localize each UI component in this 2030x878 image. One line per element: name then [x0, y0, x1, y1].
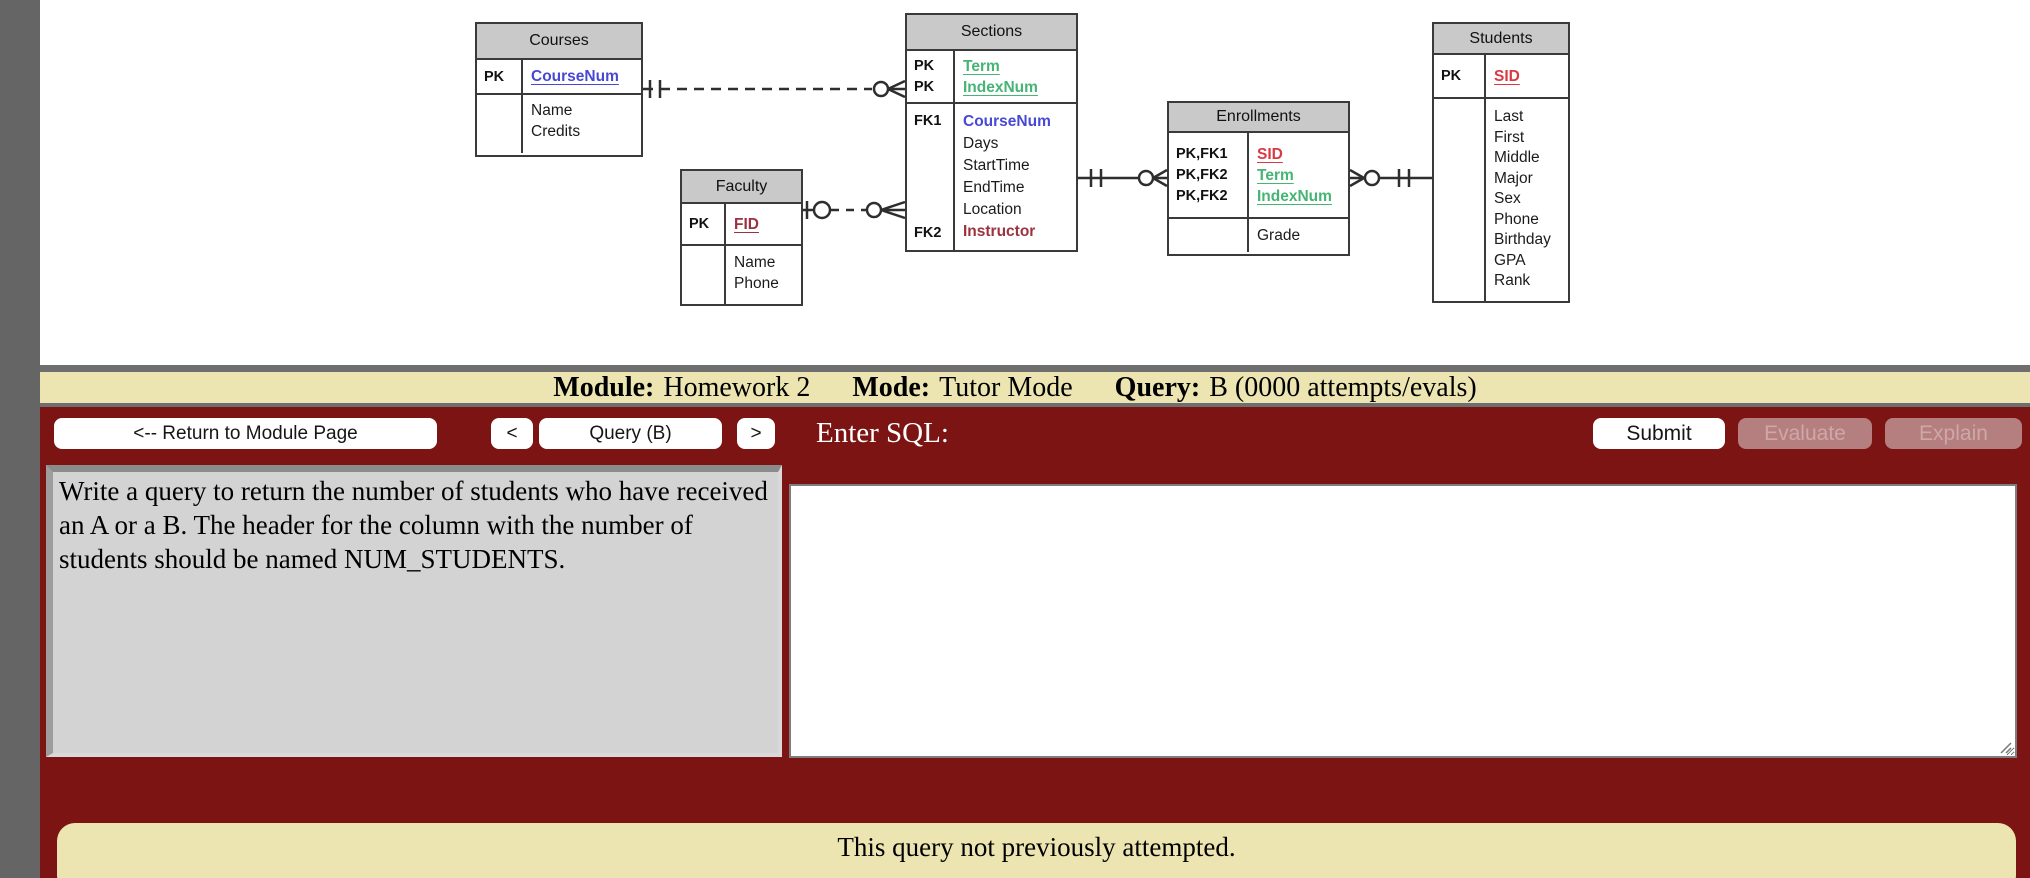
field-major: Major — [1494, 169, 1533, 187]
divider — [0, 403, 2030, 407]
window-edge-strip — [0, 0, 40, 878]
evaluate-button[interactable]: Evaluate — [1738, 418, 1872, 449]
pk-label: PK — [1441, 68, 1462, 84]
connector-sections-enrollments — [1078, 168, 1168, 188]
connector-faculty-sections — [803, 200, 906, 220]
submit-button[interactable]: Submit — [1593, 418, 1725, 449]
field-location: Location — [963, 201, 1022, 218]
connector-courses-sections — [643, 79, 906, 99]
field-gpa: GPA — [1494, 251, 1526, 269]
field-first: First — [1494, 128, 1525, 146]
field-phone: Phone — [1494, 210, 1539, 228]
field-grade: Grade — [1257, 227, 1301, 244]
field-starttime: StartTime — [963, 157, 1030, 174]
field-term: Term — [1257, 166, 1294, 184]
return-to-module-button[interactable]: <-- Return to Module Page — [54, 418, 437, 449]
query-select-button[interactable]: Query (B) — [539, 418, 722, 449]
field-credits: Credits — [531, 123, 581, 140]
query-label: Query: — [1114, 371, 1201, 403]
question-text-panel: Write a query to return the number of st… — [46, 465, 782, 757]
pk-label: PK — [484, 68, 505, 85]
pk-label: PK — [914, 78, 935, 95]
key-label: PK,FK2 — [1176, 187, 1228, 204]
field-rank: Rank — [1494, 272, 1531, 289]
status-bar: Module:Homework 2 Mode:Tutor Mode Query:… — [0, 372, 2030, 403]
status-message-box: This query not previously attempted. — [57, 823, 2016, 878]
er-table-enrollments: Enrollments PK,FK1 PK,FK2 PK,FK2 SID Ter… — [1167, 101, 1350, 256]
field-indexnum: IndexNum — [963, 78, 1038, 96]
mode-label: Mode: — [852, 371, 931, 403]
field-middle: Middle — [1494, 149, 1540, 166]
module-label: Module: — [553, 371, 655, 403]
mode-value: Tutor Mode — [939, 371, 1073, 403]
field-indexnum: IndexNum — [1257, 187, 1332, 205]
er-table-students: Students PK SID Last First Middle Major … — [1432, 22, 1570, 303]
field-phone: Phone — [734, 275, 779, 292]
fk1-label: FK1 — [914, 113, 942, 129]
connector-enrollments-students — [1349, 168, 1432, 188]
field-endtime: EndTime — [963, 179, 1025, 196]
field-term: Term — [963, 57, 1000, 75]
field-sid: SID — [1257, 145, 1283, 163]
field-fid: FID — [734, 215, 759, 233]
fk2-label: FK2 — [914, 225, 942, 241]
field-sex: Sex — [1494, 190, 1521, 207]
relationship-connectors — [643, 79, 1432, 220]
er-table-courses: Courses PK CourseNum Name Credits — [475, 22, 643, 157]
er-table-courses-title: Courses — [477, 24, 641, 60]
er-diagram-panel: Courses PK CourseNum Name Credits Sectio… — [0, 0, 2030, 365]
field-instructor: Instructor — [963, 223, 1036, 240]
divider — [0, 365, 2030, 372]
field-last: Last — [1494, 108, 1524, 125]
mode-status: Mode:Tutor Mode — [852, 372, 1072, 404]
module-value: Homework 2 — [663, 371, 811, 403]
sql-input[interactable] — [789, 484, 2017, 758]
query-value: B (0000 attempts/evals) — [1209, 371, 1477, 403]
er-table-students-title: Students — [1434, 24, 1568, 55]
pk-label: PK — [689, 216, 710, 232]
er-table-enrollments-title: Enrollments — [1169, 103, 1348, 133]
field-birthday: Birthday — [1494, 231, 1551, 248]
module-status: Module:Homework 2 — [553, 372, 810, 404]
field-days: Days — [963, 135, 999, 152]
field-coursenum: CourseNum — [531, 68, 619, 85]
explain-button[interactable]: Explain — [1885, 418, 2022, 449]
field-sid: SID — [1494, 67, 1520, 85]
status-message: This query not previously attempted. — [837, 832, 1236, 862]
enter-sql-label: Enter SQL: — [816, 417, 949, 449]
next-query-button[interactable]: > — [737, 418, 775, 449]
er-table-sections-title: Sections — [907, 15, 1076, 51]
er-table-sections: Sections PK PK Term IndexNum FK1 FK2 Cou… — [905, 13, 1078, 252]
field-coursenum: CourseNum — [963, 113, 1051, 130]
key-label: PK,FK1 — [1176, 145, 1228, 162]
pk-label: PK — [914, 57, 935, 74]
prev-query-button[interactable]: < — [491, 418, 533, 449]
field-name: Name — [734, 254, 776, 271]
er-table-faculty-title: Faculty — [682, 171, 801, 204]
field-name: Name — [531, 102, 573, 119]
er-table-faculty: Faculty PK FID Name Phone — [680, 169, 803, 306]
key-label: PK,FK2 — [1176, 166, 1228, 183]
query-status: Query:B (0000 attempts/evals) — [1115, 372, 1477, 404]
